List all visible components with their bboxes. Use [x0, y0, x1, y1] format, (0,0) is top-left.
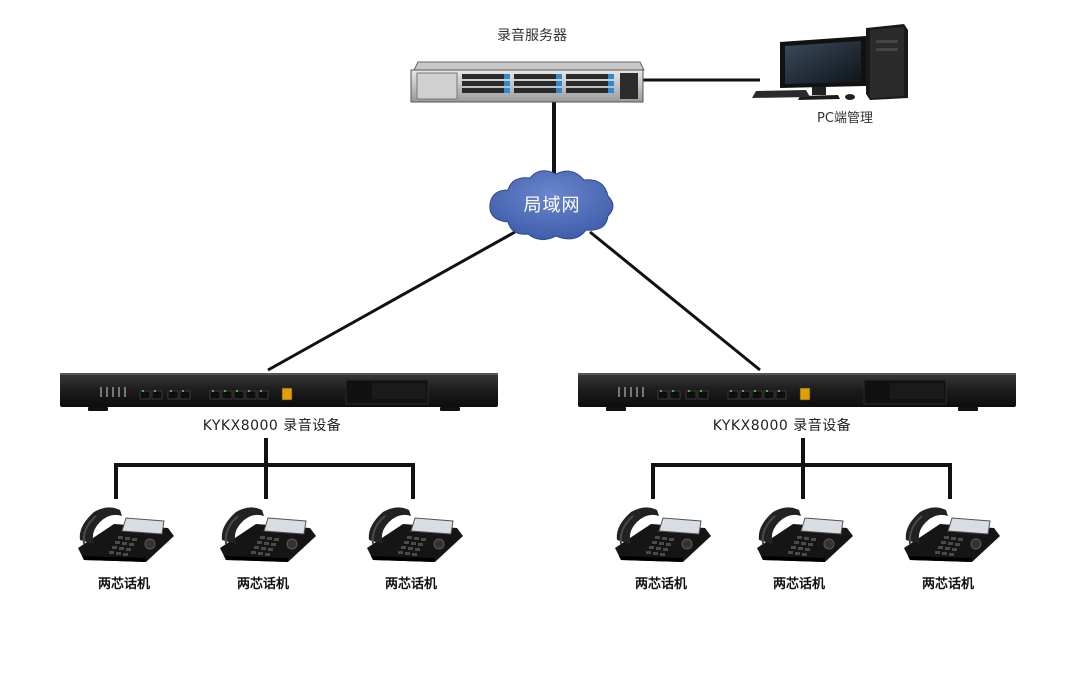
phone-label: 两芯话机 [921, 577, 975, 592]
phone-label: 两芯话机 [384, 577, 438, 592]
recording-device-left-icon [60, 373, 498, 411]
link-lan-device-right [589, 230, 761, 372]
lan-cloud-icon [489, 170, 614, 240]
pc-label: PC端管理 [817, 111, 873, 126]
recording-device-right-icon [578, 373, 1016, 411]
phone-label: 两芯话机 [772, 577, 826, 592]
server-icon [410, 61, 645, 103]
phone-icon [903, 506, 1001, 563]
phone-label: 两芯话机 [97, 577, 151, 592]
device-label-left: KYKX8000 录音设备 [202, 418, 342, 434]
phone-label: 两芯话机 [236, 577, 290, 592]
phone-icon [366, 506, 464, 563]
device-label-right: KYKX8000 录音设备 [712, 418, 852, 434]
server-label: 录音服务器 [497, 28, 567, 44]
phone-label: 两芯话机 [634, 577, 688, 592]
link-lan-device-left [267, 230, 516, 372]
lan-label: 局域网 [523, 195, 581, 216]
phone-icon [756, 506, 854, 563]
phone-icon [614, 506, 712, 563]
phone-icon [77, 506, 175, 563]
pc-icon [752, 24, 908, 100]
phone-icon [219, 506, 317, 563]
